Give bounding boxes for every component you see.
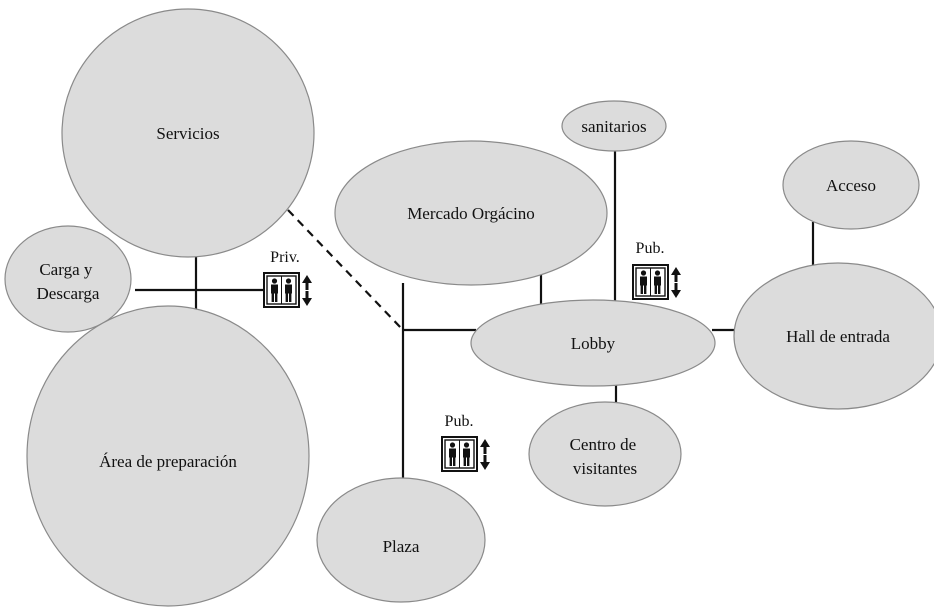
elevator-icon	[263, 272, 313, 308]
node-lobby-label: Lobby	[571, 334, 616, 353]
node-area-preparacion: Área de preparación	[26, 305, 310, 607]
node-acceso: Acceso	[782, 140, 920, 230]
node-carga-descarga: Carga y Descarga	[4, 225, 132, 333]
node-lobby: Lobby	[470, 299, 716, 387]
node-plaza: Plaza	[316, 477, 486, 603]
elevator-private: Priv.	[263, 249, 313, 308]
node-centro-visitantes: Centro de visitantes	[528, 401, 682, 507]
node-sanitarios: sanitarios	[561, 100, 667, 152]
node-hall-entrada: Hall de entrada	[733, 262, 934, 410]
elevator-public-lower-label: Pub.	[445, 413, 474, 430]
node-hall-entrada-label: Hall de entrada	[786, 327, 890, 346]
elevator-public-lower: Pub.	[441, 413, 491, 472]
elevator-public-upper: Pub.	[632, 240, 682, 300]
node-servicios-label: Servicios	[156, 124, 219, 143]
node-area-preparacion-label: Área de preparación	[99, 452, 237, 471]
node-servicios: Servicios	[61, 8, 315, 258]
node-carga-descarga-label: Carga y Descarga	[37, 260, 100, 303]
node-mercado-organico-label: Mercado Orgácino	[407, 204, 535, 223]
node-plaza-label: Plaza	[383, 537, 420, 556]
node-mercado-organico: Mercado Orgácino	[334, 140, 608, 286]
connections	[135, 149, 815, 481]
elevator-public-upper-label: Pub.	[636, 240, 665, 257]
node-sanitarios-label: sanitarios	[581, 117, 646, 136]
elevator-private-label: Priv.	[270, 249, 300, 266]
node-centro-visitantes-label: Centro de visitantes	[570, 435, 641, 478]
node-acceso-label: Acceso	[826, 176, 876, 195]
elevator-icon	[441, 436, 491, 472]
elevator-icon	[632, 264, 682, 300]
